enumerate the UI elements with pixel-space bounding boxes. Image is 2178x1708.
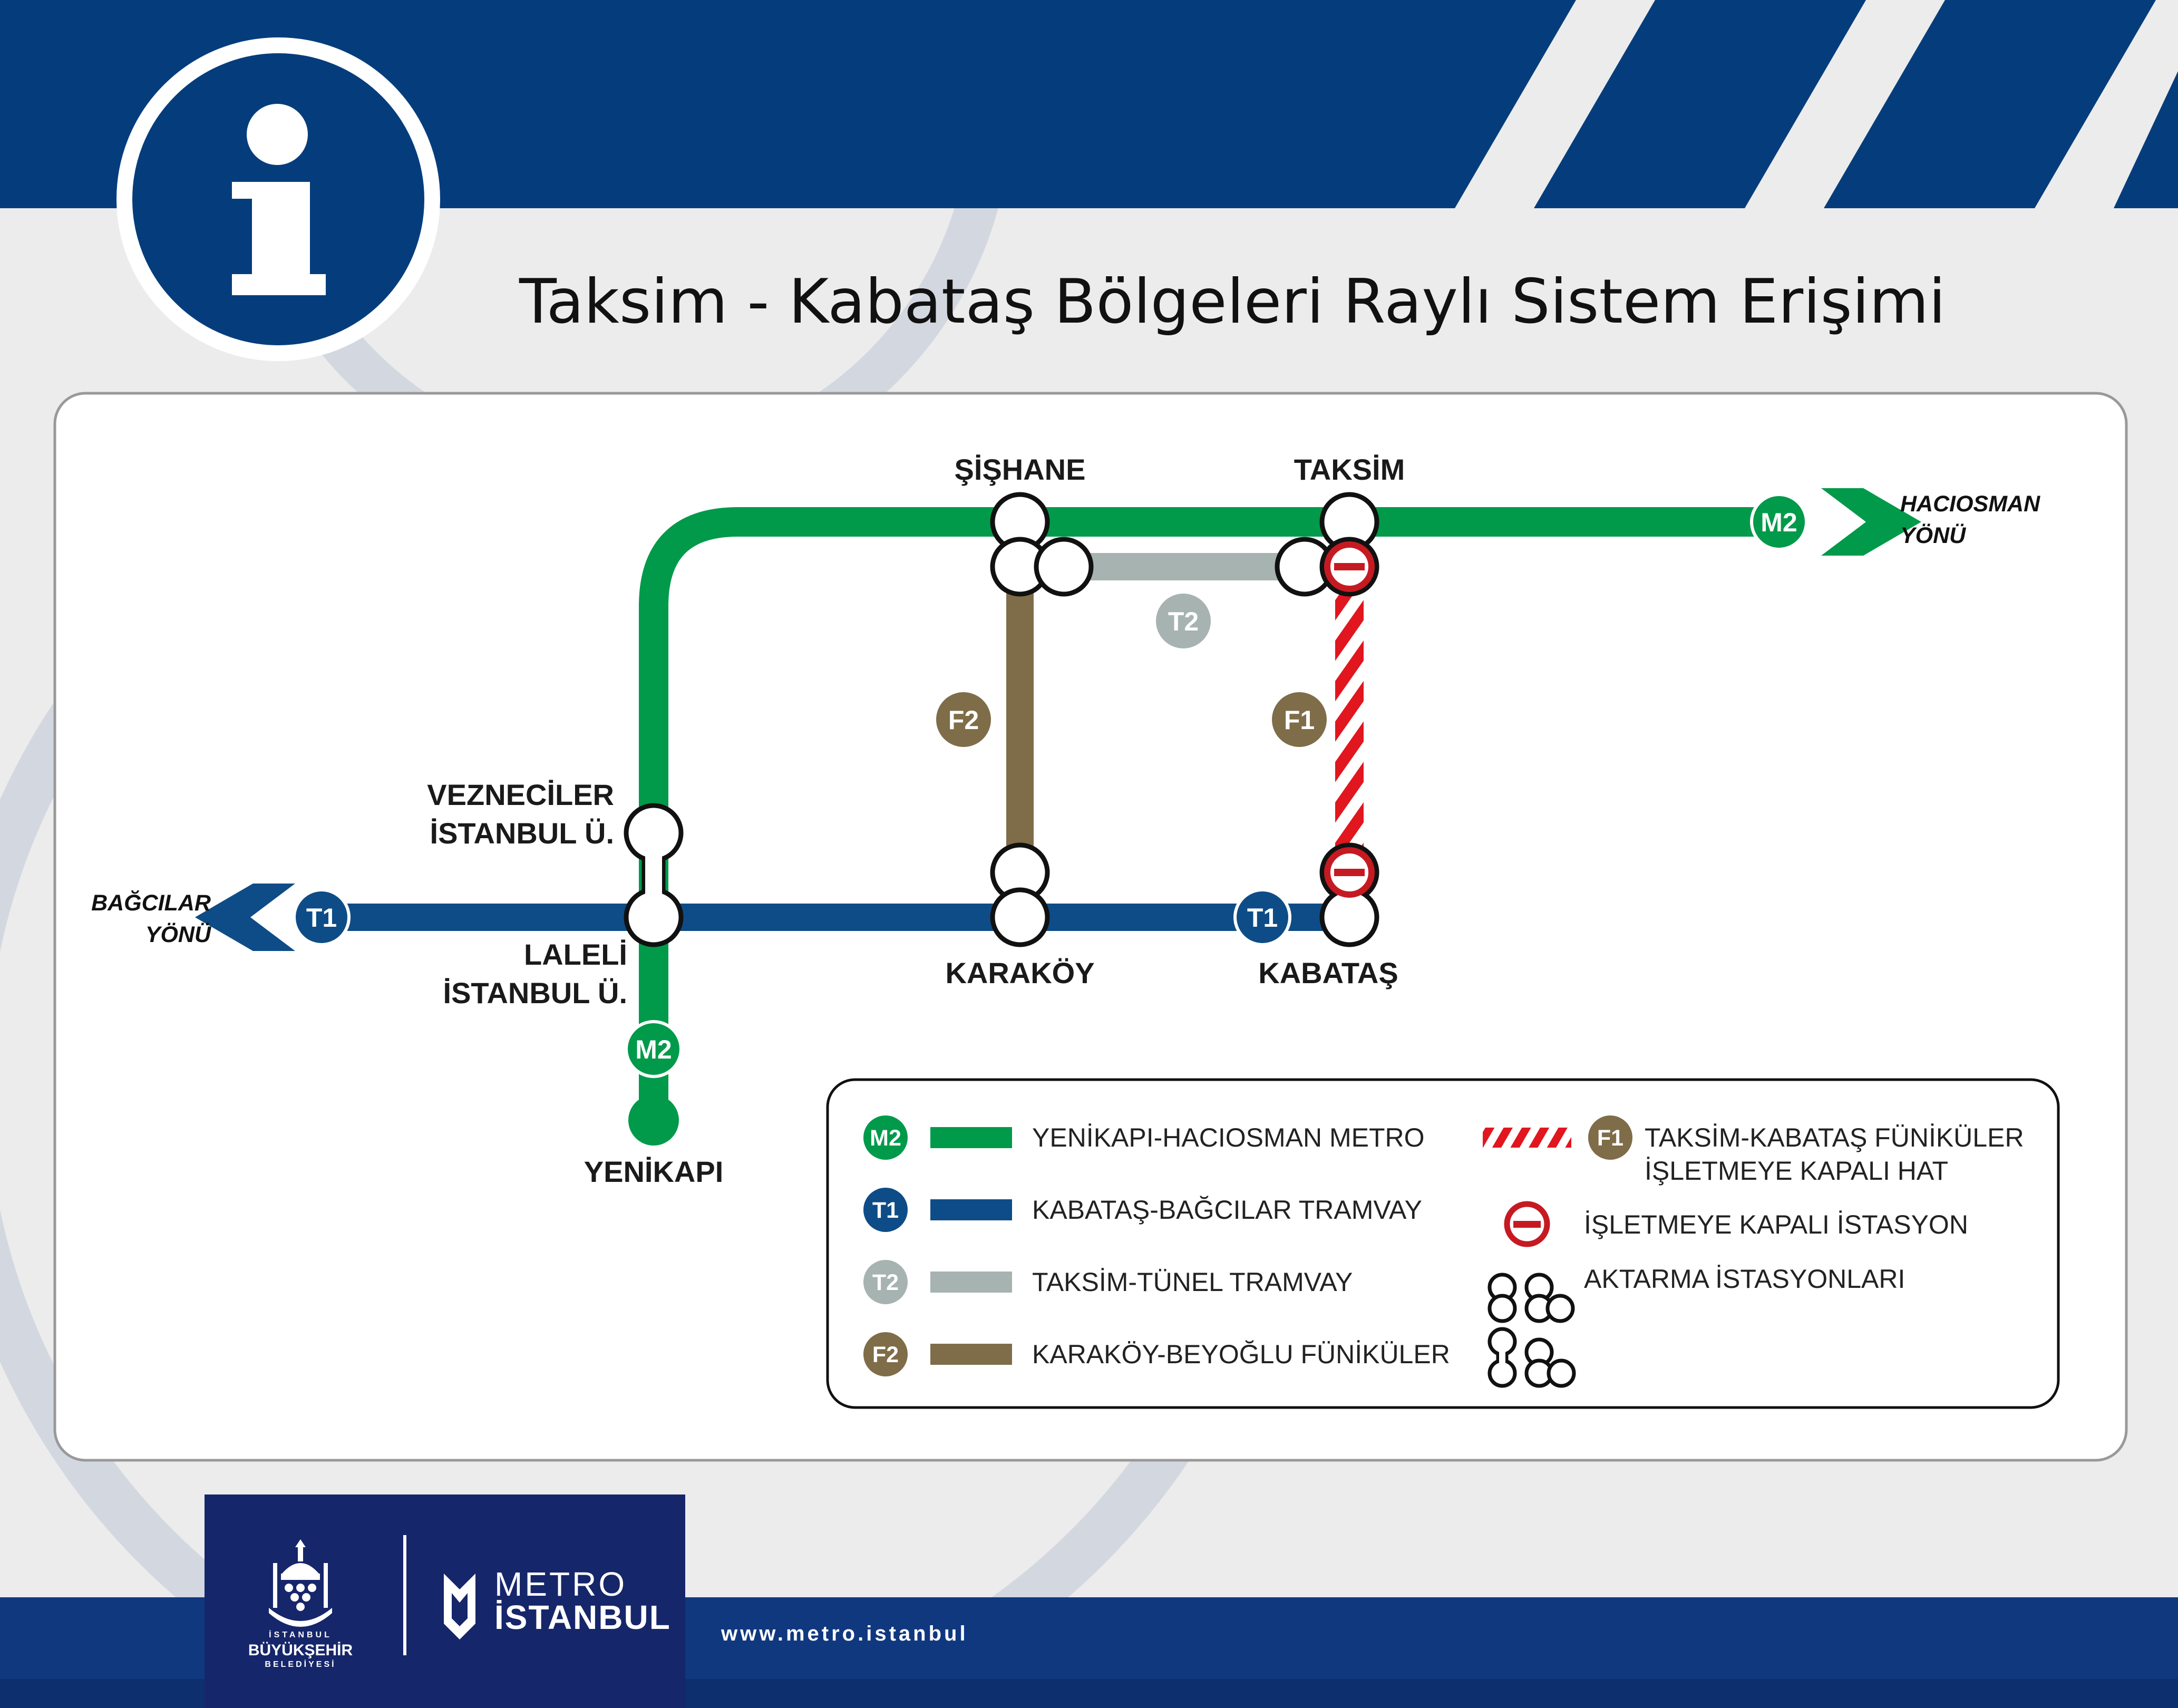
station-label-sishane: ŞİŞHANE <box>955 453 1086 486</box>
svg-text:TAKSİM-TÜNEL TRAMVAY: TAKSİM-TÜNEL TRAMVAY <box>1032 1267 1353 1297</box>
transfer-station-icon <box>1487 1273 1575 1323</box>
direction-label-hacisoman-sub: YÖNÜ <box>1900 523 1966 548</box>
svg-text:BELEDİYESİ: BELEDİYESİ <box>265 1660 336 1669</box>
legend-item-closed-station: İŞLETMEYE KAPALI İSTASYON <box>1504 1201 1968 1247</box>
svg-text:F1: F1 <box>1597 1125 1623 1151</box>
website-url: www.metro.istanbul <box>721 1622 968 1645</box>
svg-text:İSTANBUL: İSTANBUL <box>494 1598 671 1636</box>
station-label-yenikapi: YENİKAPI <box>584 1155 724 1188</box>
svg-text:İSTANBUL: İSTANBUL <box>269 1630 332 1639</box>
svg-text:METRO: METRO <box>494 1565 627 1603</box>
m2-line <box>639 507 1803 1115</box>
m2-direction-arrow <box>1821 488 1921 556</box>
svg-text:M2: M2 <box>870 1125 901 1151</box>
taksim-closed-icon <box>1324 541 1375 592</box>
vezneciler-laleli-station <box>624 803 684 947</box>
svg-text:M2: M2 <box>1761 508 1797 537</box>
legend-box <box>826 1078 2060 1409</box>
station-label-vezneciler: VEZNECİLER <box>427 778 614 811</box>
information-icon <box>116 37 440 361</box>
svg-text:T1: T1 <box>306 903 337 933</box>
f2-badge: F2 <box>936 692 991 747</box>
legend-item-t2: T2 TAKSİM-TÜNEL TRAMVAY <box>863 1260 1353 1304</box>
svg-text:KARAKÖY-BEYOĞLU FÜNİKÜLER: KARAKÖY-BEYOĞLU FÜNİKÜLER <box>1032 1340 1450 1369</box>
svg-text:KABATAŞ-BAĞCILAR TRAMVAY: KABATAŞ-BAĞCILAR TRAMVAY <box>1032 1195 1422 1225</box>
legend-item-transfer: AKTARMA İSTASYONLARI <box>1487 1264 1905 1388</box>
yenikapi-terminus <box>628 1095 679 1146</box>
karakoy-station <box>990 842 1050 947</box>
svg-text:T2: T2 <box>872 1270 899 1295</box>
sishane-station <box>990 492 1094 597</box>
svg-text:F2: F2 <box>872 1342 899 1367</box>
legend-item-f1: F1 TAKSİM-KABATAŞ FÜNİKÜLER İŞLETMEYE KA… <box>1482 1115 2024 1186</box>
svg-text:F2: F2 <box>948 705 979 735</box>
station-label-taksim: TAKSİM <box>1294 453 1405 486</box>
legend-item-t1: T1 KABATAŞ-BAĞCILAR TRAMVAY <box>863 1188 1422 1232</box>
station-label-laleli-sub: İSTANBUL Ü. <box>443 976 627 1010</box>
svg-text:YENİKAPI-HACIOSMAN METRO: YENİKAPI-HACIOSMAN METRO <box>1032 1123 1425 1152</box>
direction-label-bagcilar: BAĞCILAR <box>91 890 211 916</box>
station-label-kabatas: KABATAŞ <box>1258 956 1398 989</box>
f1-badge: F1 <box>1272 692 1327 747</box>
svg-text:F1: F1 <box>1284 705 1315 735</box>
svg-text:AKTARMA İSTASYONLARI: AKTARMA İSTASYONLARI <box>1584 1264 1905 1294</box>
svg-text:T1: T1 <box>872 1198 899 1223</box>
m2-badge: M2 <box>625 1020 683 1078</box>
kabatas-closed-icon <box>1324 847 1375 898</box>
station-label-laleli: LALELİ <box>524 938 627 971</box>
station-label-karakoy: KARAKÖY <box>945 956 1094 989</box>
svg-text:BÜYÜKŞEHİR: BÜYÜKŞEHİR <box>248 1642 353 1659</box>
m2-badge: M2 <box>1750 493 1808 551</box>
t1-badge: T1 <box>1233 888 1291 946</box>
t1-badge: T1 <box>293 888 351 946</box>
svg-text:T2: T2 <box>1168 607 1199 636</box>
transfer-station-icon <box>1487 1327 1576 1388</box>
direction-label-bagcilar-sub: YÖNÜ <box>145 922 211 947</box>
direction-label-hacisoman: HACIOSMAN <box>1900 491 2040 517</box>
t2-badge: T2 <box>1156 594 1211 648</box>
f1-closed-line <box>1335 572 1364 872</box>
page-title: Taksim - Kabataş Bölgeleri Raylı Sistem … <box>519 266 1946 337</box>
svg-text:M2: M2 <box>635 1035 672 1064</box>
svg-text:İŞLETMEYE KAPALI HAT: İŞLETMEYE KAPALI HAT <box>1645 1156 1948 1186</box>
svg-text:TAKSİM-KABATAŞ FÜNİKÜLER: TAKSİM-KABATAŞ FÜNİKÜLER <box>1645 1123 2024 1152</box>
legend-item-f2: F2 KARAKÖY-BEYOĞLU FÜNİKÜLER <box>863 1332 1450 1376</box>
metro-istanbul-logo: METRO İSTANBUL <box>444 1565 671 1639</box>
ibb-logo: İSTANBUL BÜYÜKŞEHİR BELEDİYESİ <box>248 1539 353 1669</box>
station-label-vezneciler-sub: İSTANBUL Ü. <box>430 817 614 850</box>
legend-item-m2: M2 YENİKAPI-HACIOSMAN METRO <box>863 1115 1425 1160</box>
svg-text:İŞLETMEYE KAPALI İSTASYON: İŞLETMEYE KAPALI İSTASYON <box>1584 1210 1968 1239</box>
t1-direction-arrow <box>195 884 295 951</box>
svg-text:T1: T1 <box>1247 903 1278 933</box>
